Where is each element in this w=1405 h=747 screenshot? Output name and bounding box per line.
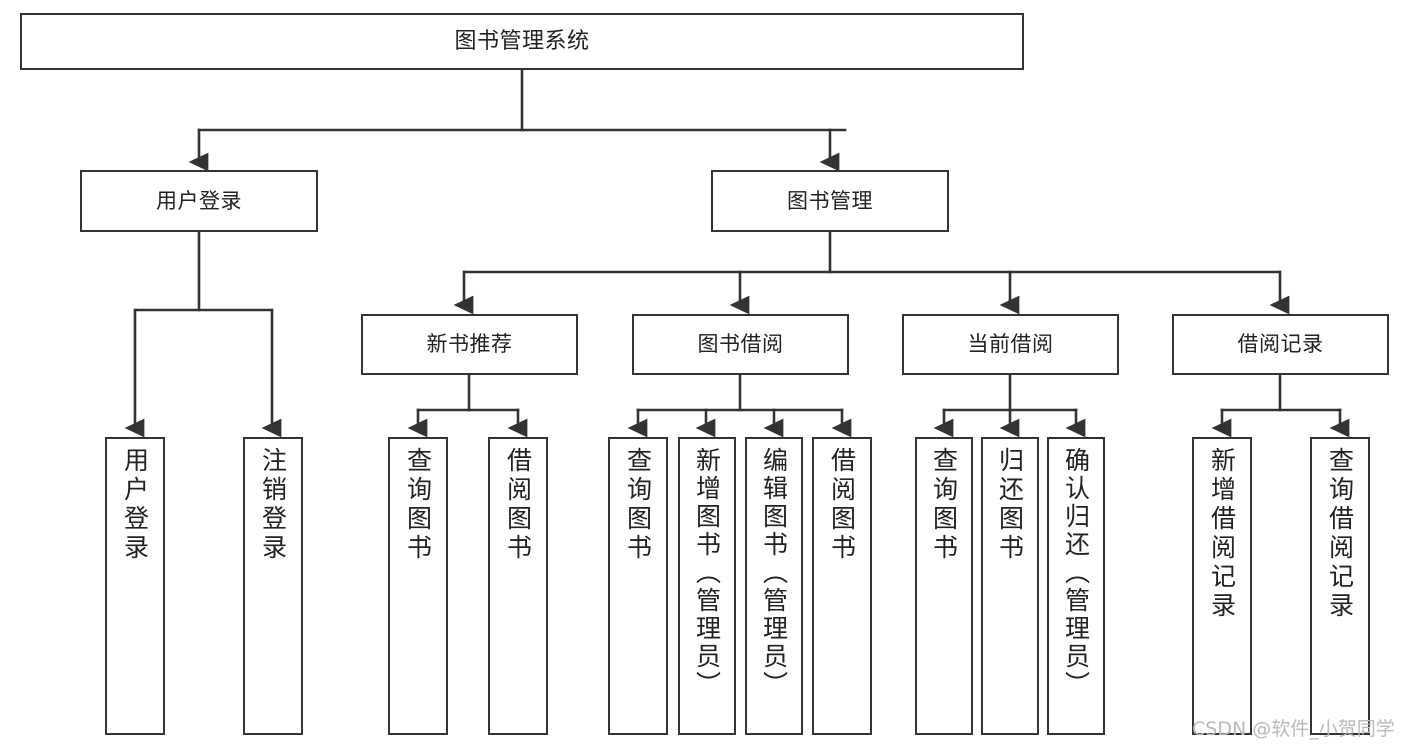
node-leaf-borrow-book-1-label: 借阅图书	[503, 447, 533, 563]
node-leaf-return-book[interactable]: 归还图书	[981, 437, 1039, 735]
node-leaf-query-record[interactable]: 查询借阅记录	[1310, 437, 1370, 735]
node-leaf-query-book-3[interactable]: 查询图书	[915, 437, 973, 735]
node-leaf-query-book-2-label: 查询图书	[623, 447, 653, 563]
node-book-manage-label: 图书管理	[787, 188, 873, 213]
node-leaf-edit-book-label: 编辑图书（管理员）	[759, 447, 789, 699]
node-book-borrow-label: 图书借阅	[697, 332, 784, 357]
node-leaf-confirm-return[interactable]: 确认归还（管理员）	[1047, 437, 1105, 735]
node-book-manage[interactable]: 图书管理	[711, 170, 949, 232]
node-leaf-logout-label: 注销登录	[258, 447, 288, 563]
node-root-label: 图书管理系统	[454, 28, 590, 54]
node-leaf-logout[interactable]: 注销登录	[243, 437, 303, 735]
node-leaf-return-book-label: 归还图书	[995, 447, 1025, 563]
node-leaf-borrow-book-2-label: 借阅图书	[827, 447, 857, 563]
node-leaf-borrow-book-2[interactable]: 借阅图书	[812, 437, 872, 735]
node-leaf-query-book-2[interactable]: 查询图书	[608, 437, 668, 735]
node-leaf-borrow-book-1[interactable]: 借阅图书	[488, 437, 548, 735]
node-leaf-add-book[interactable]: 新增图书（管理员）	[678, 437, 736, 735]
node-user-login[interactable]: 用户登录	[80, 170, 318, 232]
node-leaf-edit-book[interactable]: 编辑图书（管理员）	[745, 437, 803, 735]
node-leaf-query-book-1-label: 查询图书	[403, 447, 433, 563]
node-leaf-add-book-label: 新增图书（管理员）	[692, 447, 722, 699]
node-root[interactable]: 图书管理系统	[20, 13, 1024, 70]
node-current-borrow[interactable]: 当前借阅	[902, 314, 1119, 375]
node-borrow-record-label: 借阅记录	[1237, 332, 1324, 357]
csdn-watermark: CSDN @软件_小贺同学	[1192, 718, 1395, 740]
node-leaf-query-book-3-label: 查询图书	[929, 447, 959, 563]
node-leaf-user-login[interactable]: 用户登录	[105, 437, 165, 735]
node-leaf-add-record[interactable]: 新增借阅记录	[1192, 437, 1252, 735]
node-leaf-query-book-1[interactable]: 查询图书	[388, 437, 448, 735]
node-new-book-rec[interactable]: 新书推荐	[361, 314, 578, 375]
node-leaf-add-record-label: 新增借阅记录	[1207, 447, 1237, 621]
node-new-book-rec-label: 新书推荐	[426, 332, 513, 357]
node-user-login-label: 用户登录	[156, 188, 242, 213]
node-borrow-record[interactable]: 借阅记录	[1172, 314, 1389, 375]
node-current-borrow-label: 当前借阅	[967, 332, 1054, 357]
node-leaf-confirm-return-label: 确认归还（管理员）	[1061, 447, 1091, 699]
node-book-borrow[interactable]: 图书借阅	[632, 314, 849, 375]
node-leaf-query-record-label: 查询借阅记录	[1325, 447, 1355, 621]
node-leaf-user-login-label: 用户登录	[120, 447, 150, 563]
